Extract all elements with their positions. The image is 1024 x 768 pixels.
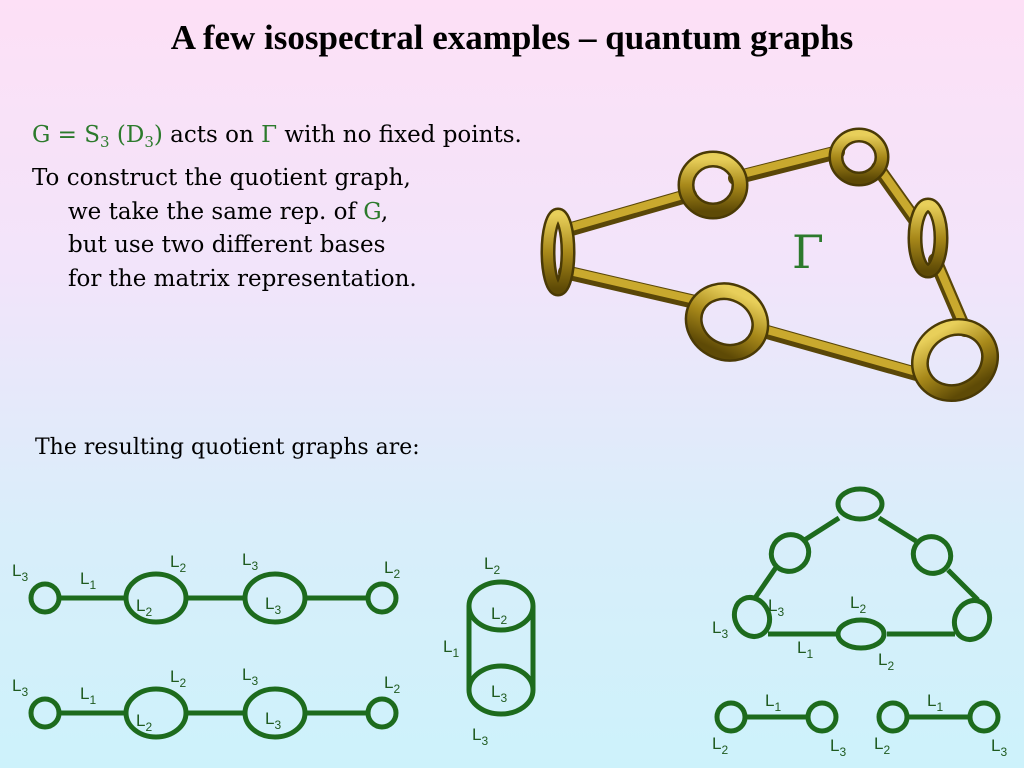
graph-node [28, 696, 62, 730]
edge-label: L3 [12, 676, 28, 699]
edge-label: L2 [484, 554, 500, 577]
text: , [380, 199, 389, 225]
graph-node [876, 700, 910, 734]
edge-label: L1 [797, 638, 813, 661]
quotient-graph-a: L3 L1 L2 L2 L3 L3 L2 [12, 550, 400, 625]
edge-label: L2 [136, 596, 152, 619]
construct-line-2: we take the same rep. of G, [68, 199, 388, 225]
graph-node [365, 581, 399, 615]
group-symbol: G [363, 199, 381, 225]
graph-node [365, 696, 399, 730]
edge-label: L3 [265, 709, 281, 732]
edge-label: L3 [472, 725, 488, 748]
text: with no fixed points. [277, 122, 522, 148]
graph-loop [835, 486, 885, 522]
quotient-graph-c: L2 L2 L1 L3 L3 [443, 554, 536, 748]
edge-label: L3 [242, 665, 258, 688]
subscript: 3 [144, 133, 154, 151]
edge-label: L3 [712, 618, 728, 641]
graph-loop [123, 571, 189, 625]
text: we take the same rep. of [68, 199, 364, 225]
graph-loop [768, 532, 812, 574]
subscript: 3 [100, 133, 110, 151]
graph-node [714, 700, 748, 734]
construct-line-3: but use two different bases [68, 232, 386, 258]
edge-label: L1 [927, 691, 943, 714]
construct-line-4: for the matrix representation. [68, 266, 417, 292]
edge-label: L3 [242, 550, 258, 573]
edge-label: L1 [443, 637, 459, 660]
graph-loop [835, 617, 887, 651]
edge-label: L2 [170, 667, 186, 690]
equals-sign: = [50, 122, 85, 148]
edge-label: L2 [384, 558, 400, 581]
edge-label: L2 [878, 650, 894, 673]
group-action-line: G = S3 (D3) acts on Γ with no fixed poin… [32, 122, 522, 151]
edge-label: L2 [712, 734, 728, 757]
quotient-graph-b: L3 L1 L2 L2 L3 L3 L2 [12, 665, 400, 740]
result-text: The resulting quotient graphs are: [35, 435, 420, 460]
quotient-graph-d: L3 L3 L2 L1 L2 [712, 486, 993, 673]
construct-line-1: To construct the quotient graph, [32, 165, 411, 191]
edge-label: L3 [768, 596, 784, 619]
edge-label: L2 [874, 734, 890, 757]
edge-label: L3 [991, 736, 1007, 759]
text: acts on [162, 122, 262, 148]
graph-loop [123, 686, 189, 740]
edge-label: L2 [136, 711, 152, 734]
edge-label: L2 [491, 604, 507, 627]
dihedral-group: (D [109, 122, 145, 148]
edge-label: L2 [384, 673, 400, 696]
quotient-graph-e: L1 L2 L3 [712, 691, 846, 759]
edge-label: L3 [265, 594, 281, 617]
graph-loop [731, 595, 773, 639]
symmetric-group: S [84, 122, 101, 148]
edge-label: L3 [830, 736, 846, 759]
graph-node [805, 700, 839, 734]
graph-node [967, 700, 1001, 734]
quotient-graph-f: L1 L2 L3 [874, 691, 1007, 759]
gamma-symbol: Γ [261, 122, 278, 148]
group-symbol: G [32, 122, 51, 148]
slide-title: A few isospectral examples – quantum gra… [170, 18, 854, 57]
gamma-torus-graph [540, 127, 1000, 403]
edge-label: L2 [170, 552, 186, 575]
edge-label: L2 [850, 593, 866, 616]
edge-label: L3 [491, 682, 507, 705]
gamma-label: Γ [792, 225, 824, 279]
graph-loop [466, 663, 536, 717]
edge-label: L1 [80, 684, 96, 707]
graph-loop [951, 598, 993, 642]
edge-label: L3 [12, 561, 28, 584]
edge-label: L1 [765, 691, 781, 714]
paren: ) [153, 122, 163, 148]
graph-node [28, 581, 62, 615]
edge-label: L1 [80, 569, 96, 592]
graph-loop [910, 534, 954, 576]
